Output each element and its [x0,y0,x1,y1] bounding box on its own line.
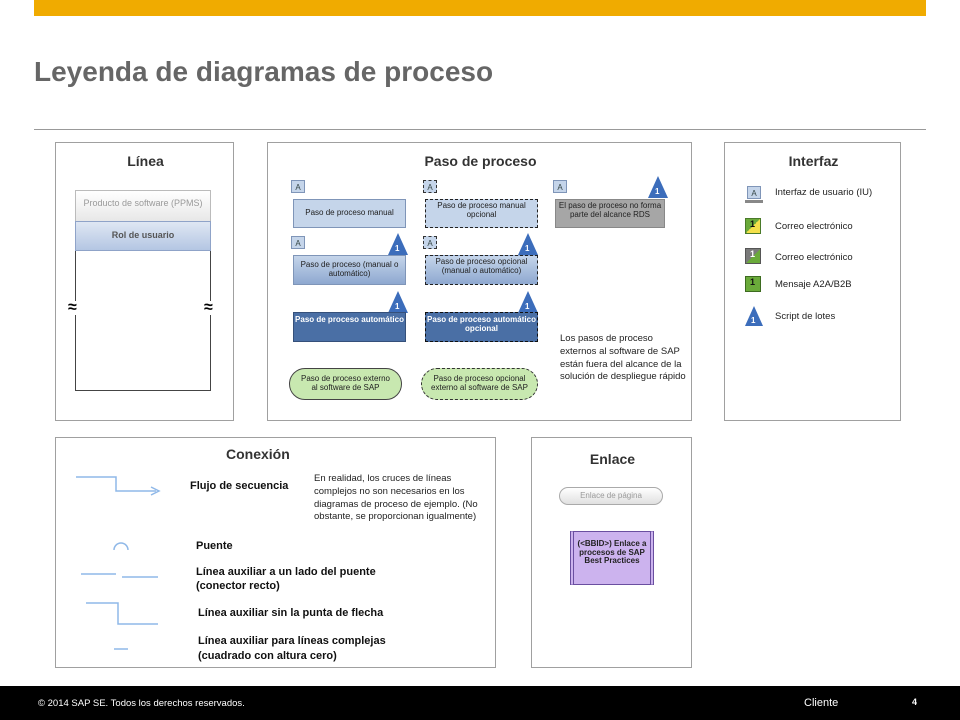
tab-a-icon: A [553,180,567,193]
ui-icon: A [747,186,761,199]
product-box [75,190,211,224]
top-accent-bar [34,0,926,16]
footer-audience: Cliente [804,697,839,709]
step-automatic: Paso de proceso automático [293,312,406,342]
break-symbol-left: ≈ [68,299,77,316]
badge-number: 1 [395,244,400,253]
bbid-link-box[interactable] [570,531,654,585]
label-aux-lado-1: Línea auxiliar a un lado del puente [196,566,376,578]
conexion-panel: Conexión Flujo de secuencia En realidad,… [55,437,496,668]
email-green-number: 1 [750,219,756,229]
step-external: Paso de proceso externo al software de S… [289,368,402,400]
sequence-flow-arrow [76,476,156,492]
badge-number: 1 [525,302,530,311]
badge-triangle-blue-icon [388,291,408,313]
label-flujo: Flujo de secuencia [190,480,289,492]
step-optional-automatic: Paso de proceso automático opcional [425,312,538,342]
badge-triangle-blue-icon [648,176,668,198]
ui-icon-base [745,200,763,203]
footer [0,686,960,720]
sequence-flow-arrowhead [150,486,161,496]
step-optional-manual-or-auto: Paso de proceso opcional (manual o autom… [425,255,538,285]
tab-a-icon: A [423,180,437,193]
badge-triangle-blue-icon [388,233,408,255]
label-aux-complejas-1: Línea auxiliar para líneas complejas [198,635,386,647]
paso-note: Los pasos de proceso externos al softwar… [560,333,686,383]
email-green-icon [745,218,761,234]
role-box [75,221,211,251]
linea-panel: Línea Producto de software (PPMS) Rol de… [55,142,234,421]
step-optional-manual: Paso de proceso manual opcional [425,199,538,228]
page-title: Leyenda de diagramas de proceso [34,56,494,87]
badge-triangle-blue-icon [518,233,538,255]
label-aux-lado-2: (conector recto) [196,580,280,592]
connector-illustrations [76,476,161,650]
step-out-of-scope: El paso de proceso no forma parte del al… [555,199,665,228]
bbid-link[interactable]: (<BBID>) Enlace a procesos de SAP Best P… [577,538,647,566]
interfaz-title: Interfaz [788,153,839,169]
interfaz-label-a2a: Mensaje A2A/B2B [775,279,852,290]
bridge-arc [113,542,129,551]
a2a-message-icon [745,276,761,292]
label-puente: Puente [196,540,233,552]
interfaz-label-email-2: Correo electrónico [775,252,853,263]
linea-title: Línea [127,153,164,169]
step-manual: Paso de proceso manual [293,199,406,228]
tab-a-icon: A [291,180,305,193]
role-label: Rol de usuario [111,230,175,241]
batch-script-number: 1 [751,316,756,325]
step-optional-external: Paso de proceso opcional externo al soft… [421,368,538,400]
title-divider [34,129,926,130]
badge-number: 1 [395,302,400,311]
badge-number: 1 [655,187,660,196]
enlace-title: Enlace [589,451,636,467]
interfaz-label-script: Script de lotes [775,311,836,322]
a2a-message-number: 1 [750,277,756,287]
label-aux-sin-punta: Línea auxiliar sin la punta de flecha [198,607,384,619]
conexion-title: Conexión [226,446,290,462]
paso-title: Paso de proceso [424,153,537,169]
conexion-note: En realidad, los cruces de líneas comple… [314,473,478,523]
step-manual-or-auto: Paso de proceso (manual o automático) [293,255,406,285]
badge-number: 1 [525,244,530,253]
page-link[interactable]: Enlace de página [559,487,663,505]
label-aux-complejas-2: (cuadrado con altura cero) [198,650,337,662]
email-gray-number: 1 [750,249,756,259]
footer-copyright: © 2014 SAP SE. Todos los derechos reserv… [38,698,245,709]
product-label: Producto de software (PPMS) [83,198,203,209]
tab-a-icon: A [423,236,437,249]
interfaz-label-ui: Interfaz de usuario (IU) [775,187,873,198]
footer-page-number: 4 [912,697,918,707]
batch-script-icon [745,306,763,326]
enlace-panel: Enlace Enlace de página (<BBID>) Enlace … [531,437,692,668]
interfaz-panel: Interfaz A Interfaz de usuario (IU) 1 Co… [724,142,901,421]
interfaz-label-email-1: Correo electrónico [775,221,853,232]
tab-a-icon: A [291,236,305,249]
break-symbol-right: ≈ [204,299,213,316]
paso-panel: Paso de proceso A Paso de proceso manual… [267,142,692,421]
aux-line-no-arrow [86,602,158,625]
swimlane-body [75,251,211,391]
email-gray-icon [745,248,761,264]
badge-triangle-blue-icon [518,291,538,313]
